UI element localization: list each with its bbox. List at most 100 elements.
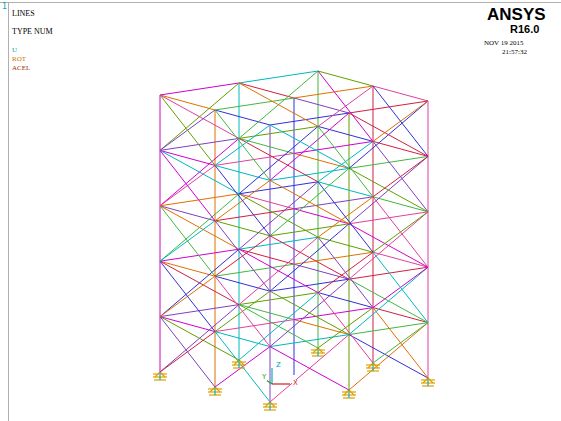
frame-member xyxy=(318,182,373,252)
fixed-support xyxy=(153,372,167,380)
frame-member xyxy=(239,293,318,360)
frame-member xyxy=(160,138,239,205)
frame-member xyxy=(349,168,350,223)
frame-member xyxy=(373,308,428,323)
viewport-border xyxy=(0,2,561,3)
frame-member xyxy=(373,86,374,141)
frame-member xyxy=(349,323,428,390)
frame-member xyxy=(349,113,428,156)
axis-label: Z xyxy=(275,362,282,369)
frame-member xyxy=(318,237,373,252)
frame-member xyxy=(294,98,295,153)
frame-member xyxy=(318,126,373,141)
axis-label: Y xyxy=(261,374,267,381)
frame-member xyxy=(239,71,318,138)
frame-member xyxy=(270,279,349,346)
frame-member xyxy=(239,249,240,304)
frame-member xyxy=(270,113,349,180)
fixed-support xyxy=(232,360,246,368)
frame-member xyxy=(349,267,428,334)
frame-member xyxy=(270,291,349,334)
frame-member xyxy=(428,212,429,267)
frame-member xyxy=(160,150,161,205)
frame-member xyxy=(373,308,374,363)
product-logo: ANSYS xyxy=(487,6,546,23)
frame-member xyxy=(160,95,239,138)
frame-member xyxy=(215,276,216,331)
fixed-support xyxy=(263,402,277,410)
frame-member xyxy=(160,249,239,316)
frame-member xyxy=(160,95,215,165)
frame-member xyxy=(160,261,215,276)
frame-member xyxy=(349,212,428,279)
frame-member xyxy=(160,194,239,261)
frame-member xyxy=(373,197,374,252)
numbering-mode: TYPE NUM xyxy=(12,28,53,36)
frame-member xyxy=(215,110,270,180)
frame-member xyxy=(215,153,294,165)
frame-member xyxy=(294,252,373,264)
frame-member xyxy=(349,279,350,334)
support-symbols xyxy=(153,348,435,410)
frame-member xyxy=(294,197,373,209)
frame-member xyxy=(349,335,350,390)
frame-member xyxy=(160,150,215,165)
frame-member xyxy=(318,237,373,307)
frame-member xyxy=(215,221,216,276)
plot-time: 21:57:32 xyxy=(502,49,527,56)
symbol-key: ROT xyxy=(12,56,26,63)
frame-member xyxy=(294,320,295,375)
frame-member xyxy=(160,305,239,372)
frame-member xyxy=(239,237,318,304)
frame-member xyxy=(294,209,295,264)
frame-member xyxy=(270,125,349,168)
frame-member xyxy=(318,71,373,141)
fixed-support xyxy=(208,387,222,395)
frame-member xyxy=(239,126,318,193)
frame-member xyxy=(239,194,240,249)
frame-member xyxy=(160,206,161,261)
frame-member xyxy=(318,71,373,86)
frame-member xyxy=(373,197,428,212)
plot-date: NOV 19 2015 xyxy=(484,40,524,47)
frame-member xyxy=(215,110,270,125)
frame-member xyxy=(160,95,215,110)
frame-member xyxy=(373,252,428,267)
frame-member xyxy=(373,86,428,101)
frame-member xyxy=(373,141,428,156)
frame-member xyxy=(428,101,429,156)
frame-member xyxy=(270,224,349,291)
frame-member xyxy=(215,221,270,291)
frame-member xyxy=(160,206,215,221)
frame-member xyxy=(239,83,294,98)
frame-member xyxy=(160,206,215,276)
frame-member xyxy=(270,335,349,402)
symbol-key: ACEL xyxy=(12,65,30,72)
frame-member xyxy=(349,101,428,168)
frame-member xyxy=(349,156,428,223)
frame-member xyxy=(349,279,428,322)
frame-member xyxy=(428,156,429,211)
frame-member xyxy=(294,264,295,319)
frame-member xyxy=(215,165,216,220)
plot-type: LINES xyxy=(12,10,35,18)
symbol-key: U xyxy=(12,47,17,54)
frame-member xyxy=(270,236,349,279)
frame-member xyxy=(270,180,349,223)
frame-member xyxy=(215,221,270,236)
frame-member xyxy=(215,98,294,110)
frame-member xyxy=(160,317,215,332)
fixed-support xyxy=(366,363,380,371)
frame-member xyxy=(373,86,428,156)
frame-member xyxy=(318,182,373,197)
frame-member xyxy=(349,335,428,378)
frame-member xyxy=(349,168,428,211)
frame-member xyxy=(160,95,161,150)
frame-member xyxy=(215,276,270,346)
frame-member xyxy=(215,332,270,347)
frame-member xyxy=(270,347,349,390)
frame-member xyxy=(215,165,270,235)
frame-member xyxy=(270,347,271,402)
frame-member xyxy=(215,320,294,332)
